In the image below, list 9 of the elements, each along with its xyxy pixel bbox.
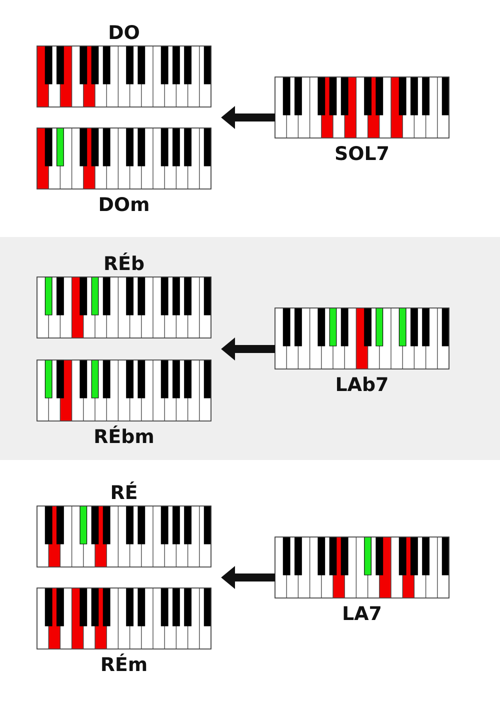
chord-name: RÉm — [102, 653, 146, 671]
chord-name: LA7 — [344, 606, 380, 620]
chord-name: DOm — [100, 196, 148, 212]
chord-name: SOL7 — [336, 146, 388, 160]
chord-name: RÉb — [105, 252, 144, 270]
chord-name: RÉ — [112, 481, 136, 499]
chord-name: DO — [110, 24, 139, 40]
chord-name: RÉbm — [95, 425, 153, 444]
chord-name: LAb7 — [337, 376, 388, 392]
